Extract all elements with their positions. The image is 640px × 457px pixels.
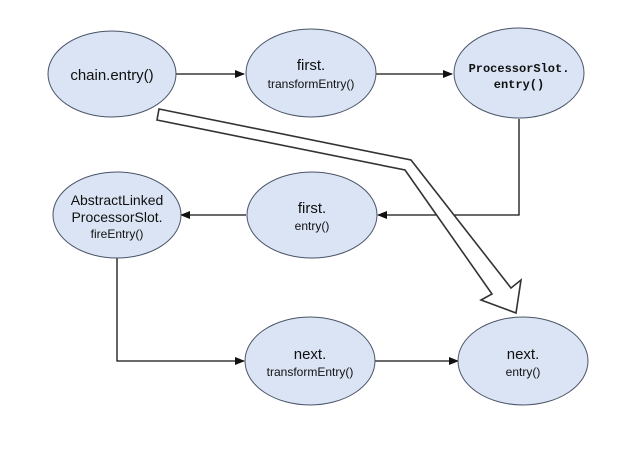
node-label: chain.entry() — [70, 67, 153, 84]
node-label-line2: ProcessorSlot. — [71, 209, 162, 225]
node-label-line1: ProcessorSlot. — [469, 62, 570, 76]
node-label-line1: AbstractLinked — [71, 192, 164, 208]
hollow-flow-arrow — [156, 108, 523, 315]
node-first-entry: first. entry() — [246, 171, 378, 259]
node-label-line2: entry() — [494, 78, 544, 92]
node-next-entry: next. entry() — [457, 316, 589, 406]
node-abstract-fire-entry: AbstractLinked ProcessorSlot. fireEntry(… — [52, 171, 182, 259]
node-label-line2: transformEntry() — [268, 77, 355, 91]
node-label-line1: next. — [507, 346, 540, 363]
node-processor-slot-entry: ProcessorSlot. entry() — [453, 27, 585, 119]
node-label-line1: first. — [298, 200, 326, 217]
node-next-transform-entry: next. transformEntry() — [244, 316, 376, 406]
edge-abstract-fire-to-next-transform — [116, 257, 245, 365]
node-label-line2: transformEntry() — [267, 365, 354, 379]
node-first-transform-entry: first. transformEntry() — [245, 28, 377, 118]
node-label-line1: next. — [294, 346, 327, 363]
node-label-line2: entry() — [506, 365, 541, 379]
node-chain-entry: chain.entry() — [47, 30, 177, 118]
node-label-line3: fireEntry() — [91, 227, 144, 241]
node-label-line2: entry() — [295, 219, 330, 233]
edge-processor-slot-to-first-entry — [377, 119, 520, 219]
node-label-line1: first. — [297, 57, 325, 74]
